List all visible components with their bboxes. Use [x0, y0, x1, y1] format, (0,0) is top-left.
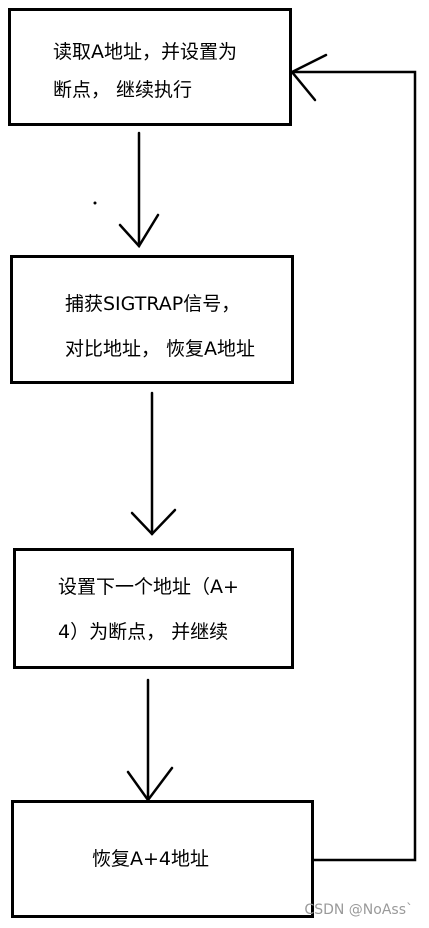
step-4-line-1: 恢复A+4地址	[92, 848, 210, 870]
step-1-line-1: 读取A地址，并设置为	[53, 41, 237, 63]
step-box-2: 捕获SIGTRAP信号， 对比地址， 恢复A地址	[10, 255, 294, 384]
step-box-1: 读取A地址，并设置为 断点， 继续执行	[8, 8, 292, 126]
step-2-line-1: 捕获SIGTRAP信号，	[65, 293, 241, 315]
arrow-step3-to-step4	[126, 678, 174, 803]
step-2-line-2: 对比地址， 恢复A地址	[65, 338, 256, 360]
step-3-line-2: 4）为断点， 并继续	[58, 621, 229, 643]
arrow-loop-back-to-step1	[290, 53, 417, 862]
arrow-step1-to-step2	[118, 131, 160, 249]
arrow-step2-to-step3	[130, 391, 177, 536]
step-box-3: 设置下一个地址（A+ 4）为断点， 并继续	[13, 548, 294, 669]
watermark: CSDN @NoAss`	[304, 902, 413, 918]
stray-dot	[93, 201, 97, 205]
step-3-line-1: 设置下一个地址（A+	[58, 576, 239, 598]
step-box-4: 恢复A+4地址	[11, 800, 314, 918]
step-1-line-2: 断点， 继续执行	[53, 79, 193, 101]
